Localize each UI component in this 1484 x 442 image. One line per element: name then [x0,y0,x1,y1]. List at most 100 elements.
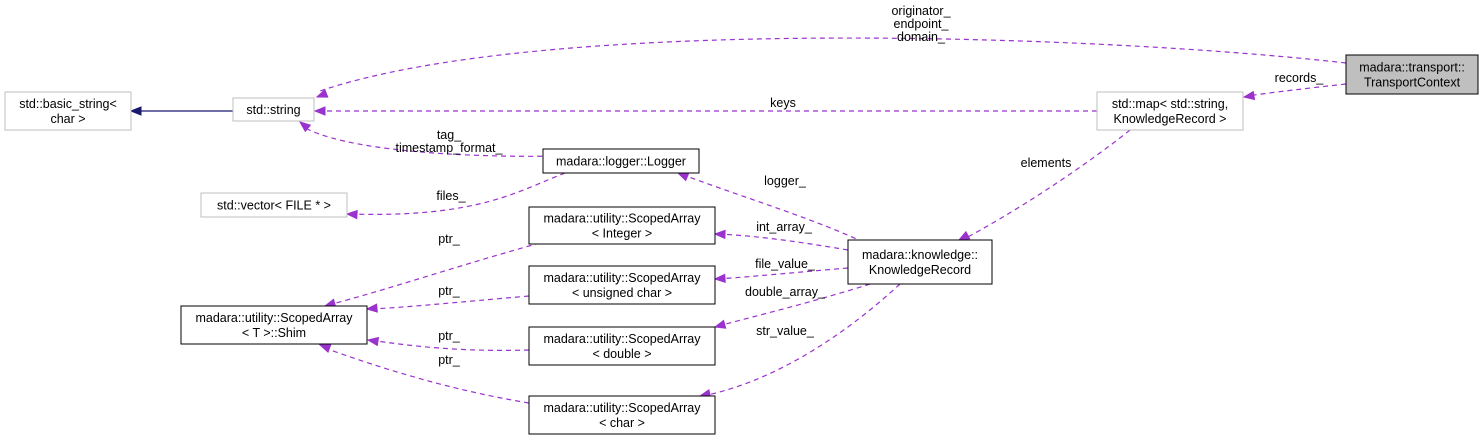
edge-transport-context-to-std-map [1242,83,1347,101]
node-logger[interactable]: madara::logger::Logger [542,148,700,174]
arrow-head [129,106,142,116]
edge-scoped-double-to-shim [366,336,530,351]
node-box [528,326,716,366]
edge-label-ptr-char: ptr_ [438,353,461,367]
node-box [200,192,348,218]
edge-label-text: keys [770,96,796,110]
edge-label-text: timestamp_format_ [396,141,504,155]
node-scoped-char[interactable]: madara::utility::ScopedArray< char > [528,395,716,435]
edge-std-map-to-knowledge-record [957,129,1131,241]
node-label: madara::utility::ScopedArray [543,332,701,346]
edge-label-text: originator_ [891,4,951,18]
node-box [232,97,315,122]
edge-label-text: ptr_ [438,353,461,367]
node-label: < T >::Shim [242,326,306,340]
arrow-head [298,121,312,133]
edge-label-text: ptr_ [438,284,461,298]
edge-line [321,346,530,404]
edge-label-text: tag_ [437,128,462,142]
node-scoped-integer[interactable]: madara::utility::ScopedArray< Integer > [528,206,716,245]
node-box [528,206,716,245]
edge-std-map-to-std-string [313,106,1097,116]
node-label: madara::logger::Logger [556,155,686,169]
edge-label-text: records_ [1275,71,1325,85]
edge-line [702,283,901,397]
edge-label-int-array: int_array_ [756,220,813,234]
node-vector-file[interactable]: std::vector< FILE * > [200,192,348,218]
node-scoped-uchar[interactable]: madara::utility::ScopedArray< unsigned c… [528,265,716,305]
edge-label-elements: elements [1021,156,1072,170]
node-box [528,395,716,435]
node-label: < double > [592,347,651,361]
node-label: KnowledgeRecord > [1114,112,1227,126]
edge-label-records: records_ [1275,71,1325,85]
edges-layer [129,37,1347,404]
node-label: madara::utility::ScopedArray [543,271,701,285]
edge-label-text: int_array_ [756,220,813,234]
edge-knowledge-record-to-scoped-double [713,283,871,329]
edge-line [316,37,1347,93]
arrow-head [318,344,332,354]
node-label: < Integer > [592,227,652,241]
node-transport-context[interactable]: madara::transport::TransportContext [1345,54,1479,95]
node-box [528,265,716,305]
edge-knowledge-record-to-scoped-integer [713,229,849,251]
edge-std-string-to-basic-string [129,106,233,116]
node-knowledge-record[interactable]: madara::knowledge::KnowledgeRecord [847,239,993,285]
arrow-head [313,106,326,116]
edge-logger-to-vector-file [345,172,566,220]
node-label: TransportContext [1364,76,1461,90]
edge-label-keys: keys [770,96,796,110]
node-label: madara::knowledge:: [862,248,978,262]
edge-label-files: files_ [436,189,466,203]
arrow-head [713,319,727,329]
edge-label-ptr-double: ptr_ [438,329,461,343]
node-box [542,148,700,174]
arrow-head [957,230,971,241]
arrow-head [1242,90,1256,101]
node-scoped-shim[interactable]: madara::utility::ScopedArray< T >::Shim [180,305,368,345]
arrow-head [365,303,378,313]
edge-transport-context-to-std-string [315,37,1347,98]
arrow-head [713,273,726,284]
edge-label-text: ptr_ [438,232,461,246]
node-label: < char > [599,416,645,430]
edge-line [717,233,849,251]
node-box [180,305,368,345]
node-basic-string[interactable]: std::basic_string<char > [4,91,132,131]
node-label: std::string [246,103,300,117]
edge-line [327,242,541,306]
node-label: madara::utility::ScopedArray [543,212,701,226]
edge-label-text: file_value_ [755,257,816,271]
edge-label-ptr-uchar: ptr_ [438,284,461,298]
edge-knowledge-record-to-scoped-uchar [713,267,849,284]
arrow-head [676,172,690,182]
edge-scoped-uchar-to-shim [365,295,530,313]
edge-label-str-value: str_value_ [756,324,815,338]
node-label: madara::transport:: [1359,61,1465,75]
node-label: std::basic_string< [19,97,117,111]
node-std-map[interactable]: std::map< std::string,KnowledgeRecord > [1096,91,1244,131]
node-label: char > [50,112,85,126]
node-box [1345,54,1479,95]
edge-knowledge-record-to-scoped-char [698,283,901,399]
edge-line [301,125,561,157]
edge-line [717,267,849,280]
node-box [4,91,132,131]
edge-scoped-char-to-shim [318,344,530,404]
node-std-string[interactable]: std::string [232,97,315,122]
edge-label-tag: tag_timestamp_format_ [396,128,504,155]
edge-line [961,129,1131,241]
edge-label-text: domain_ [897,30,946,44]
node-label: madara::utility::ScopedArray [543,401,701,415]
node-box [847,239,993,285]
edge-label-text: logger_ [764,174,807,188]
node-label: KnowledgeRecord [869,263,971,277]
edge-line [1246,83,1347,97]
node-label: < unsigned char > [572,286,672,300]
nodes-layer: madara::transport::TransportContextstd::… [4,54,1479,435]
arrow-head [345,209,358,220]
node-scoped-double[interactable]: madara::utility::ScopedArray< double > [528,326,716,366]
arrow-head [315,88,329,98]
edge-label-text: files_ [436,189,466,203]
